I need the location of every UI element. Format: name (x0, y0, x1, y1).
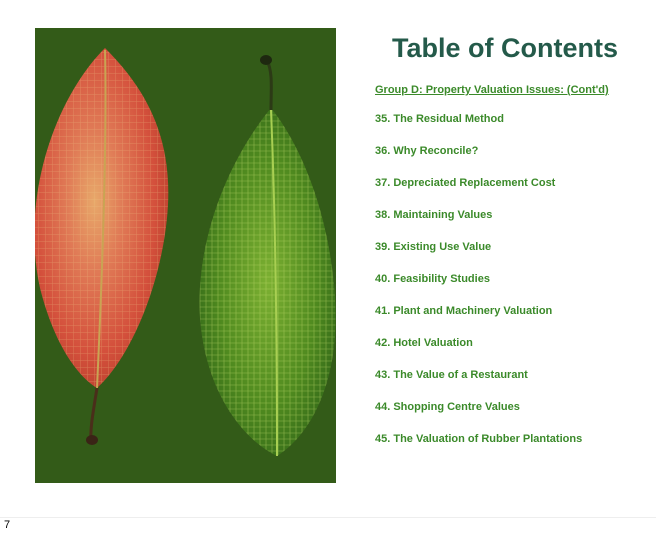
green-leaf (199, 55, 336, 457)
group-heading-link[interactable]: Group D: Property Valuation Issues: (Con… (375, 84, 609, 96)
page-footer: 7 (0, 517, 656, 535)
leaves-image (35, 28, 336, 483)
toc-list: 35. The Residual Method 36. Why Reconcil… (375, 112, 647, 464)
toc-entry-37[interactable]: 37. Depreciated Replacement Cost (375, 177, 556, 189)
table-of-contents: Table of Contents Group D: Property Valu… (375, 28, 647, 464)
toc-entry-39[interactable]: 39. Existing Use Value (375, 241, 492, 253)
toc-entry-40[interactable]: 40. Feasibility Studies (375, 273, 490, 285)
red-leaf (35, 48, 169, 445)
toc-entry-45[interactable]: 45. The Valuation of Rubber Plantations (375, 433, 583, 445)
toc-entry-35[interactable]: 35. The Residual Method (375, 113, 504, 125)
page-number: 7 (4, 519, 11, 531)
toc-entry-41[interactable]: 41. Plant and Machinery Valuation (375, 305, 553, 317)
toc-entry-44[interactable]: 44. Shopping Centre Values (375, 401, 520, 413)
toc-entry-42[interactable]: 42. Hotel Valuation (375, 337, 473, 349)
page-title: Table of Contents (392, 33, 618, 63)
toc-entry-38[interactable]: 38. Maintaining Values (375, 209, 493, 221)
toc-entry-36[interactable]: 36. Why Reconcile? (375, 145, 479, 157)
leaves-illustration (35, 28, 336, 483)
toc-entry-43[interactable]: 43. The Value of a Restaurant (375, 369, 528, 381)
